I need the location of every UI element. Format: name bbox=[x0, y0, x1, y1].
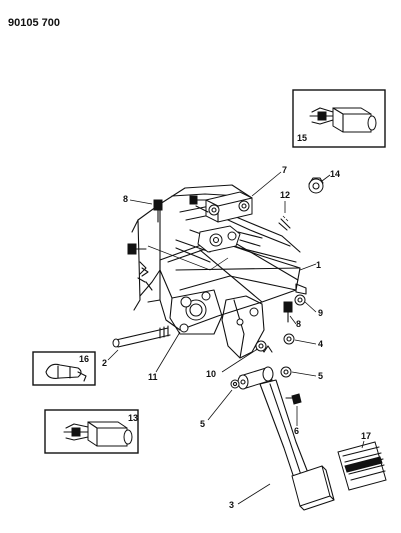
callout-5-left: 5 bbox=[200, 419, 205, 429]
washer-5-left: 5 bbox=[200, 379, 240, 429]
callout-16: 16 bbox=[79, 354, 89, 364]
callout-2: 2 bbox=[102, 358, 107, 368]
callout-1: 1 bbox=[316, 260, 321, 270]
inset-box-13: 13 bbox=[44, 409, 139, 454]
washer-5-right: 5 bbox=[280, 366, 323, 381]
bolt-8-upper: 8 bbox=[123, 194, 163, 223]
callout-group-1: 1 bbox=[299, 260, 321, 271]
bushing-4: 4 bbox=[283, 333, 323, 349]
callout-6: 6 bbox=[294, 426, 299, 436]
stop-lamp-switch-illustration bbox=[309, 107, 377, 133]
inset-box-15: 15 bbox=[292, 89, 386, 148]
callout-8-right: 8 bbox=[296, 319, 301, 329]
clevis-assembly bbox=[197, 225, 263, 253]
callout-5-right: 5 bbox=[318, 371, 323, 381]
bolt-8-right: 8 bbox=[283, 301, 301, 329]
callout-17: 17 bbox=[361, 431, 371, 441]
callout-group-11: 11 bbox=[148, 331, 181, 382]
nut-9: 9 bbox=[294, 283, 323, 318]
inset-box-16: 16 bbox=[32, 351, 96, 386]
callout-14: 14 bbox=[330, 169, 340, 179]
callout-12: 12 bbox=[280, 190, 290, 200]
bolt-8-left bbox=[127, 243, 147, 255]
pedal-pad-17: 17 bbox=[337, 431, 387, 491]
callout-13: 13 bbox=[128, 413, 138, 423]
callout-10: 10 bbox=[206, 369, 216, 379]
nut-14: 14 bbox=[308, 169, 340, 194]
callout-3: 3 bbox=[229, 500, 234, 510]
retainer-clip-illustration bbox=[45, 363, 87, 382]
catalog-number: 90105 700 bbox=[8, 17, 60, 29]
bushing-10: 10 bbox=[206, 340, 267, 379]
push-rod-2: 2 bbox=[102, 325, 171, 368]
bolt-12: 12 bbox=[278, 190, 291, 231]
callout-11: 11 bbox=[148, 372, 158, 382]
brake-pedal-arm-3: 3 bbox=[221, 295, 335, 511]
switch-bracket-7: 7 bbox=[189, 165, 287, 223]
callout-4: 4 bbox=[318, 339, 323, 349]
callout-9: 9 bbox=[318, 308, 323, 318]
callout-15: 15 bbox=[297, 133, 307, 143]
switch-illustration-13 bbox=[63, 421, 133, 447]
callout-8-upper: 8 bbox=[123, 194, 128, 204]
callout-7: 7 bbox=[282, 165, 287, 175]
bolt-6: 6 bbox=[285, 393, 302, 436]
